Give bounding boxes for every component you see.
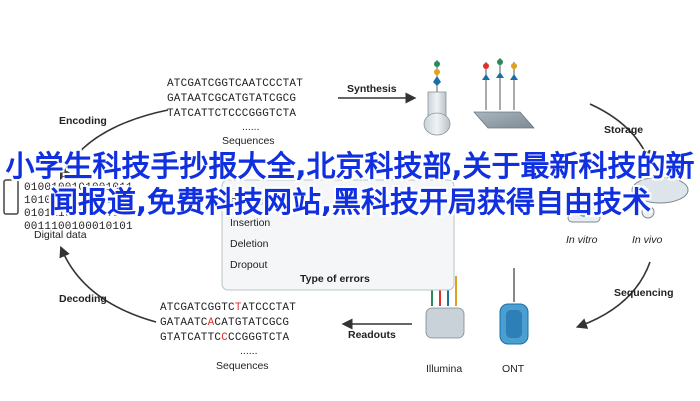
synthesis-array-icon (473, 58, 535, 129)
encoding-label: Encoding (59, 115, 107, 127)
sequencing-arc (575, 261, 651, 329)
sequence-line: GATAATCACATGTATCGCG (160, 317, 289, 329)
error-type-label: Substitution (230, 196, 285, 208)
decoding-label: Decoding (59, 293, 107, 305)
storage-arc (589, 103, 651, 163)
binary-row: 1010011010000110 (24, 195, 133, 207)
sequence-line: GTATCATTCCCCGGGTCTA (160, 332, 289, 344)
encoding-arc (59, 109, 169, 181)
sequencing-label: Sequencing (614, 287, 674, 299)
error-base: A (208, 317, 215, 329)
sequence-dots: ...... (240, 345, 258, 357)
error-base: T (235, 302, 242, 314)
ont-label: ONT (502, 363, 525, 375)
type-of-errors-title: Type of errors (300, 273, 370, 285)
sequences-top: ATCGATCGGTCAATCCCTAT GATAATCGCATGTATCGCG… (167, 78, 303, 147)
decoding-arc (59, 245, 157, 323)
storage-in-vitro-icon: In vitro (566, 195, 601, 246)
binary-row: 0101110111100011 (24, 208, 133, 220)
sequence-line: ATCGATCGGTCTATCCCTAT (160, 302, 296, 314)
type-of-errors-panel: Substitution Insertion Deletion Dropout … (221, 179, 455, 291)
sequences-caption: Sequences (222, 135, 275, 147)
synthesis-label: Synthesis (347, 83, 397, 95)
error-type-label: Insertion (230, 217, 270, 229)
storage-in-vivo-icon: In vivo (631, 176, 689, 246)
digital-data-caption: Digital data (34, 229, 87, 241)
storage-label: Storage (604, 124, 643, 136)
digital-data: 0100100101001011 1010011010000110 010111… (3, 179, 133, 241)
sequence-line: ATCGATCGGTCAATCCCTAT (167, 78, 303, 90)
binary-row: 0011100100010101 (24, 221, 133, 233)
sequences-caption: Sequences (216, 360, 269, 372)
file-icon (3, 179, 19, 215)
error-type-label: Deletion (230, 238, 269, 250)
in-vitro-label: In vitro (566, 234, 598, 246)
sequence-line: GATAATCGCATGTATCGCG (167, 93, 296, 105)
sequences-bottom: ATCGATCGGTCTATCCCTAT GATAATCACATGTATCGCG… (160, 302, 296, 372)
in-vivo-label: In vivo (632, 234, 663, 246)
binary-row: 0100100101001011 (24, 182, 133, 194)
error-base: C (221, 332, 228, 344)
sequence-dots: ...... (242, 121, 260, 133)
error-type-label: Dropout (230, 259, 267, 271)
synthesis-column-icon (423, 60, 451, 136)
sequence-line: TATCATTCTCCCGGGTCTA (167, 108, 296, 120)
ont-icon: ONT (499, 268, 529, 375)
readouts-label: Readouts (348, 329, 396, 341)
illumina-label: Illumina (426, 363, 462, 375)
